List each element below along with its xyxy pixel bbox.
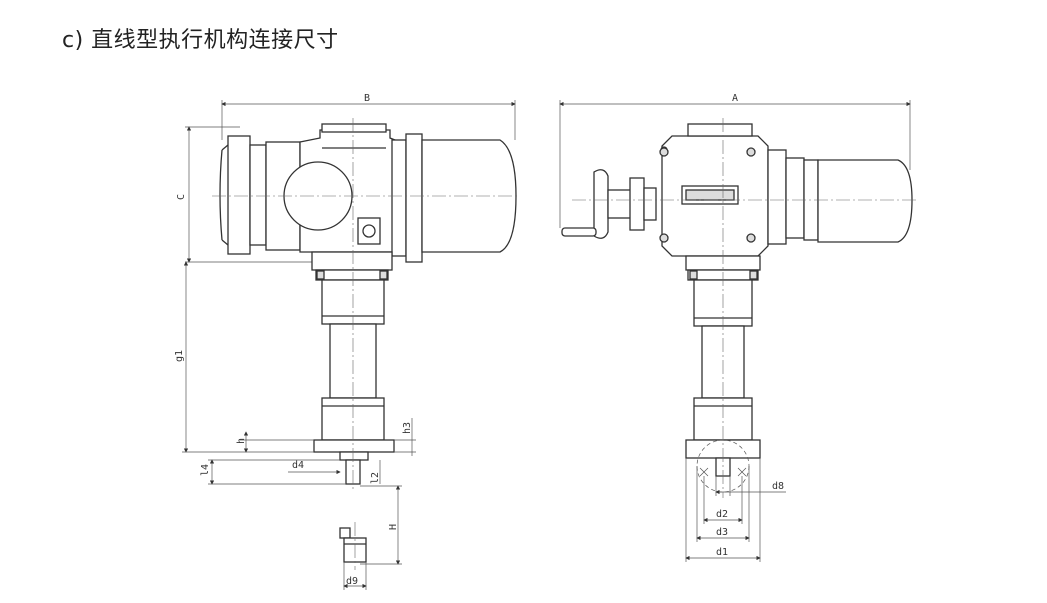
label-d9: d9 <box>346 576 358 587</box>
label-d4: d4 <box>292 460 304 471</box>
label-l4: l4 <box>200 464 211 476</box>
page-title: c) 直线型执行机构连接尺寸 <box>62 28 339 53</box>
label-d2: d2 <box>716 509 728 520</box>
label-g1: g1 <box>174 350 185 362</box>
label-d8: d8 <box>772 481 784 492</box>
top-cover <box>321 123 387 133</box>
motor-flange <box>405 133 423 263</box>
housing-bolt <box>659 233 669 243</box>
handwheel-rim <box>593 169 609 239</box>
label-A: A <box>732 93 738 104</box>
housing-bolt <box>746 147 756 157</box>
output-coupling <box>339 451 369 461</box>
label-l2: l2 <box>370 472 381 484</box>
dimension-l4: l4 <box>200 459 346 485</box>
housing-bolt <box>746 233 756 243</box>
right-view-front-elevation: A <box>559 93 918 562</box>
dimension-A: A <box>559 93 911 228</box>
output-flange <box>313 439 395 453</box>
side-plug <box>357 217 381 245</box>
front-top-cover <box>687 123 753 137</box>
dimension-d2: d2 <box>703 476 743 524</box>
label-h3: h3 <box>402 422 413 434</box>
dimension-h3: h3 <box>394 418 416 456</box>
housing-bolt <box>659 147 669 157</box>
dimension-d1: d1 <box>685 458 761 562</box>
label-d1: d1 <box>716 547 728 558</box>
dimension-l2: l2 <box>370 460 381 484</box>
left-view-side-elevation: B C <box>174 93 520 590</box>
dimension-B: B <box>221 93 516 140</box>
front-motor-body <box>817 159 913 243</box>
mounting-base <box>311 251 393 271</box>
label-h: h <box>236 438 247 444</box>
dimension-C: C <box>176 126 315 263</box>
dimension-h: h <box>236 431 314 453</box>
dimension-d4: d4 <box>288 460 341 475</box>
label-C: C <box>176 194 187 200</box>
coupling-detail: d9 <box>339 522 367 590</box>
left-end-cap <box>219 149 223 241</box>
dimension-d3: d3 <box>696 466 750 542</box>
dimension-g1: g1 <box>174 261 314 453</box>
handwheel-grip <box>561 227 597 237</box>
handwheel <box>561 169 657 239</box>
label-d3: d3 <box>716 527 728 538</box>
left-end-flange <box>227 135 251 255</box>
label-B: B <box>364 93 370 104</box>
dimension-H: H <box>360 485 402 565</box>
label-H: H <box>388 524 399 530</box>
dimension-d8: d8 <box>715 476 786 496</box>
